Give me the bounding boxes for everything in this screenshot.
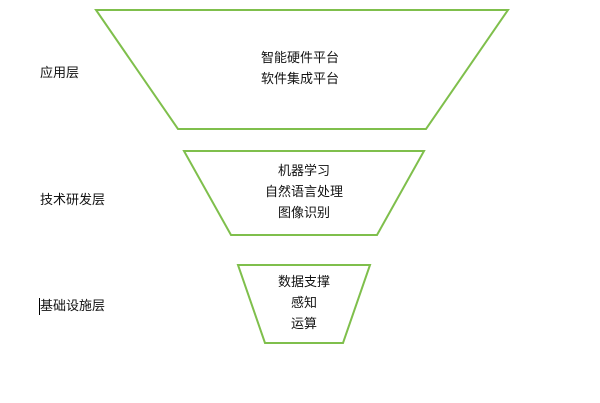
item-image-recognition: 图像识别 [277, 206, 330, 221]
item-machine-learning: 机器学习 [277, 164, 330, 179]
label-infrastructure-layer: 基础设施层 [40, 299, 106, 314]
infrastructure-layer-content: 数据支撑 感知 运算 [204, 272, 404, 335]
trapezoid-application-layer [94, 9, 510, 130]
label-application-layer: 应用层 [40, 66, 80, 81]
item-smart-hardware-platform: 智能硬件平台 [260, 51, 339, 66]
item-perception: 感知 [290, 296, 317, 311]
item-computation: 运算 [290, 317, 317, 332]
item-nlp: 自然语言处理 [264, 185, 343, 200]
text-cursor [39, 298, 40, 315]
tech-rd-layer-content: 机器学习 自然语言处理 图像识别 [204, 161, 404, 224]
trapezoid-tech-rd-layer [182, 150, 426, 236]
label-tech-rd-layer: 技术研发层 [40, 193, 106, 208]
item-data-support: 数据支撑 [277, 275, 330, 290]
trapezoid-infrastructure-layer [236, 264, 372, 344]
item-software-integration-platform: 软件集成平台 [260, 72, 339, 87]
application-layer-content: 智能硬件平台 软件集成平台 [200, 48, 400, 90]
